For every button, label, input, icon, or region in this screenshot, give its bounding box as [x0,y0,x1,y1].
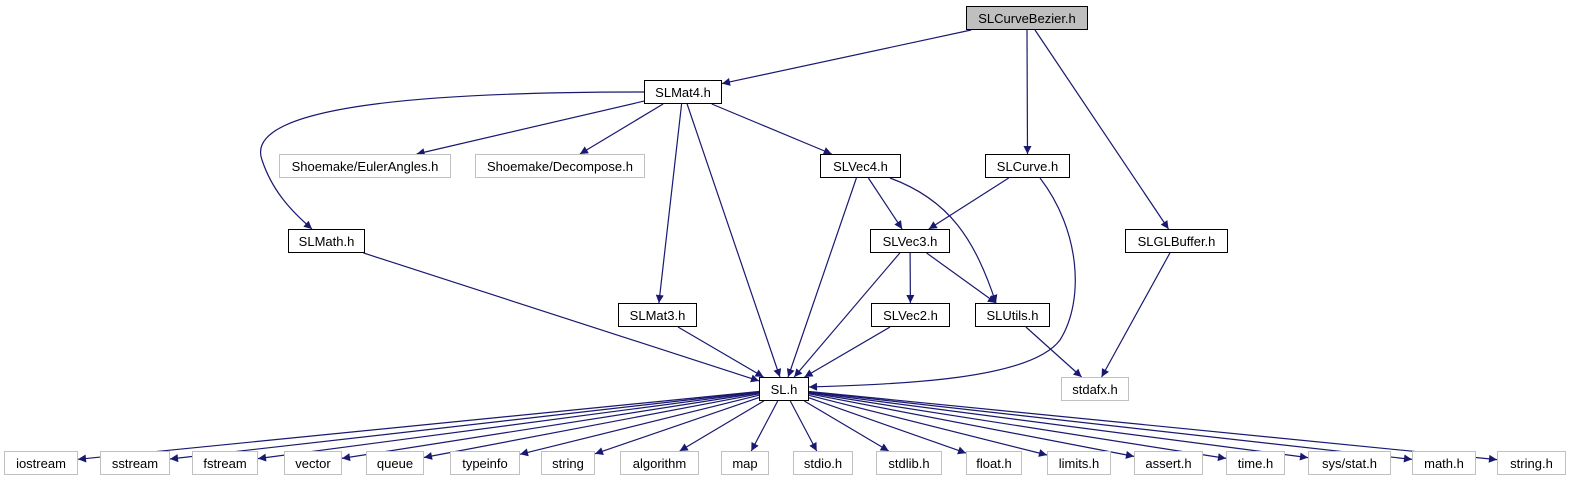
node-math-h: math.h [1412,451,1476,475]
node-shoemake-eulerangles-h: Shoemake/EulerAngles.h [279,154,451,178]
edge-root-to-glbuffer [1034,29,1169,230]
edge-vec2-to-sl [804,326,891,378]
edge-vec3-to-utils [926,252,997,304]
node-sl-h[interactable]: SL.h [759,377,809,401]
edge-sl-to-fstream [257,391,760,462]
node-slmath-h[interactable]: SLMath.h [288,229,365,253]
edge-utils-to-stdafx [1025,326,1083,378]
edge-sl-to-typeinfo [519,394,760,457]
edge-curve-to-sl [808,177,1076,391]
node-algorithm: algorithm [620,451,699,475]
edge-sl-to-time [808,392,1227,462]
edge-sl-to-algorithm [679,400,765,452]
edge-mat4-to-vec4 [711,103,832,155]
node-stdio-h: stdio.h [793,451,853,475]
node-slglbuffer-h[interactable]: SLGLBuffer.h [1125,229,1228,253]
node-time-h: time.h [1226,451,1285,475]
node-map: map [721,451,769,475]
edge-math-to-sl [363,252,760,383]
edge-sl-to-stdlib [803,400,890,452]
node-slvec2-h[interactable]: SLVec2.h [871,303,950,327]
node-string-h: string.h [1497,451,1566,475]
node-slcurvebezier-h[interactable]: SLCurveBezier.h [966,6,1088,30]
node-assert-h: assert.h [1134,451,1203,475]
edge-mat4-to-sl [686,103,782,378]
node-slcurve-h[interactable]: SLCurve.h [985,154,1070,178]
node-vector: vector [284,451,342,475]
edge-root-to-mat4 [721,29,972,86]
edge-sl-to-queue [423,393,760,460]
edge-root-to-curve [1023,29,1032,155]
node-slutils-h[interactable]: SLUtils.h [975,303,1050,327]
node-slmat3-h[interactable]: SLMat3.h [618,303,697,327]
node-queue: queue [366,451,424,475]
edge-sl-to-iostream [77,390,760,463]
node-limits-h: limits.h [1047,451,1111,475]
edge-sl-to-sysstat [808,391,1309,461]
node-iostream: iostream [4,451,78,475]
edge-vec3-to-sl [793,252,901,378]
node-sys-stat-h: sys/stat.h [1308,451,1391,475]
edge-glbuffer-to-stdafx [1101,252,1171,378]
node-sstream: sstream [100,451,170,475]
node-typeinfo: typeinfo [450,451,520,475]
edge-mat4-to-math [259,91,645,230]
edge-vec4-to-sl [786,177,857,378]
node-shoemake-decompose-h: Shoemake/Decompose.h [475,154,645,178]
edge-vec4-to-vec3 [867,177,903,230]
node-slvec3-h[interactable]: SLVec3.h [870,229,950,253]
edge-sl-to-assert [808,393,1135,459]
edge-mat4-to-decomp [579,103,664,155]
node-slvec4-h[interactable]: SLVec4.h [820,154,901,178]
edge-sl-to-map [750,400,779,452]
edge-sl-to-vector [341,392,760,462]
node-stdafx-h: stdafx.h [1061,377,1129,401]
node-stdlib-h: stdlib.h [876,451,942,475]
edge-curve-to-vec3 [928,177,1010,230]
edge-vec4-to-utils [889,177,998,304]
edge-sl-to-stringh [808,390,1498,463]
edge-sl-to-limits [808,394,1048,457]
node-float-h: float.h [966,451,1022,475]
edge-sl-to-string [594,397,760,455]
edge-sl-to-float [808,397,967,455]
node-fstream: fstream [192,451,258,475]
edge-sl-to-stdio [789,400,818,452]
node-string: string [541,451,595,475]
edge-sl-to-sstream [169,391,760,463]
edge-mat4-to-mat3 [655,103,683,304]
edge-mat3-to-sl [677,326,764,378]
node-slmat4-h[interactable]: SLMat4.h [644,80,722,104]
edge-sl-to-mathh [808,391,1413,463]
edge-mat4-to-euler [416,100,645,157]
